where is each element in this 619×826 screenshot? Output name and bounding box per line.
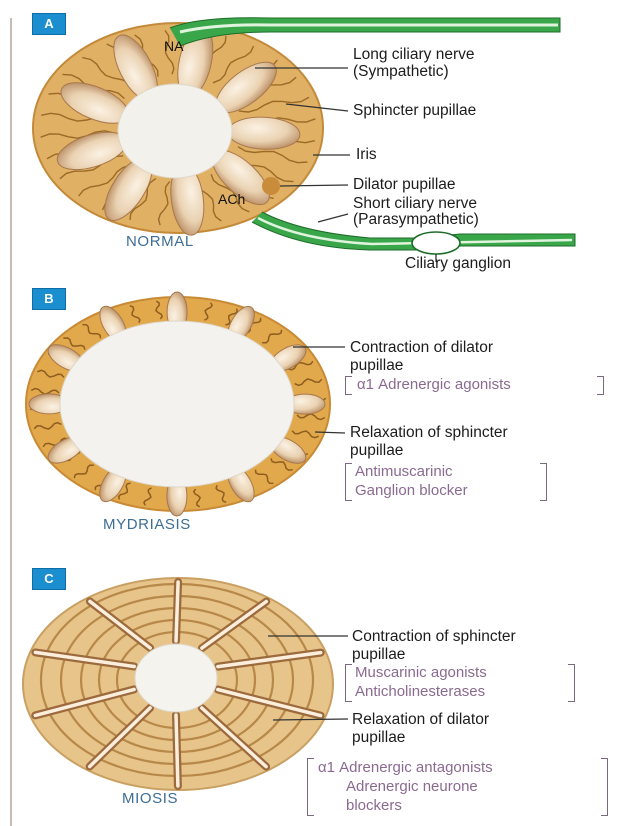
label-adrenergic-neurone: Adrenergic neurone [346,778,478,795]
bracket-right [601,758,608,816]
label-anticholinesterases: Anticholinesterases [355,683,485,700]
label-contraction-dilator-2: pupillae [350,357,403,374]
label-contraction-dilator: Contraction of dilator [350,339,493,356]
label-contraction-sphincter-2: pupillae [352,646,405,663]
label-alpha-antagonists: α1 Adrenergic antagonists [318,759,493,776]
label-short-ciliary-nerve: Short ciliary nerve [353,195,477,212]
pupil-normal [118,84,232,178]
label-relaxation-sphincter: Relaxation of sphincter [350,424,508,441]
dilator-spoke-highlight [176,582,178,641]
bracket-right [540,463,547,501]
badge-a: A [32,13,66,35]
caption-miosis: MIOSIS [122,790,178,807]
panel-b-mydriasis [26,292,345,516]
ciliary-ganglion [412,232,460,254]
label-relaxation-dilator-2: pupillae [352,729,405,746]
label-long-ciliary-nerve: Long ciliary nerve [353,46,474,63]
bracket-left [345,664,352,702]
label-dilator-pupillae: Dilator pupillae [353,176,456,193]
ach-label: ACh [218,191,245,207]
bracket-left [345,376,352,395]
label-antimuscarinic: Antimuscarinic [355,463,453,480]
bracket-left [345,463,352,501]
label-relaxation-sphincter-2: pupillae [350,442,403,459]
bracket-right [568,664,575,702]
dilator-spoke-highlight [176,715,178,786]
label-relaxation-dilator: Relaxation of dilator [352,711,489,728]
label-ganglion-blocker: Ganglion blocker [355,482,468,499]
badge-b: B [32,288,66,310]
bracket-left [307,758,314,816]
label-parasympathetic: (Parasympathetic) [353,211,479,228]
dilator-marker [262,177,280,195]
badge-c: C [32,568,66,590]
label-ciliary-ganglion: Ciliary ganglion [405,255,511,272]
pupil-dilated [60,321,294,487]
panel-a-normal [33,18,575,262]
caption-normal: NORMAL [126,233,194,250]
leader-short-nerve [318,214,348,222]
label-muscarinic-agonists: Muscarinic agonists [355,664,487,681]
bracket-right [597,376,604,395]
label-sympathetic: (Sympathetic) [353,63,449,80]
pupil-constricted [135,644,217,712]
label-iris: Iris [356,146,377,163]
label-sphincter-pupillae: Sphincter pupillae [353,102,476,119]
label-blockers: blockers [346,797,402,814]
caption-mydriasis: MYDRIASIS [103,516,191,533]
panel-c-miosis [23,578,348,790]
label-alpha-agonists: α1 Adrenergic agonists [357,376,511,393]
label-contraction-sphincter: Contraction of sphincter [352,628,516,645]
na-label: NA [164,38,183,54]
